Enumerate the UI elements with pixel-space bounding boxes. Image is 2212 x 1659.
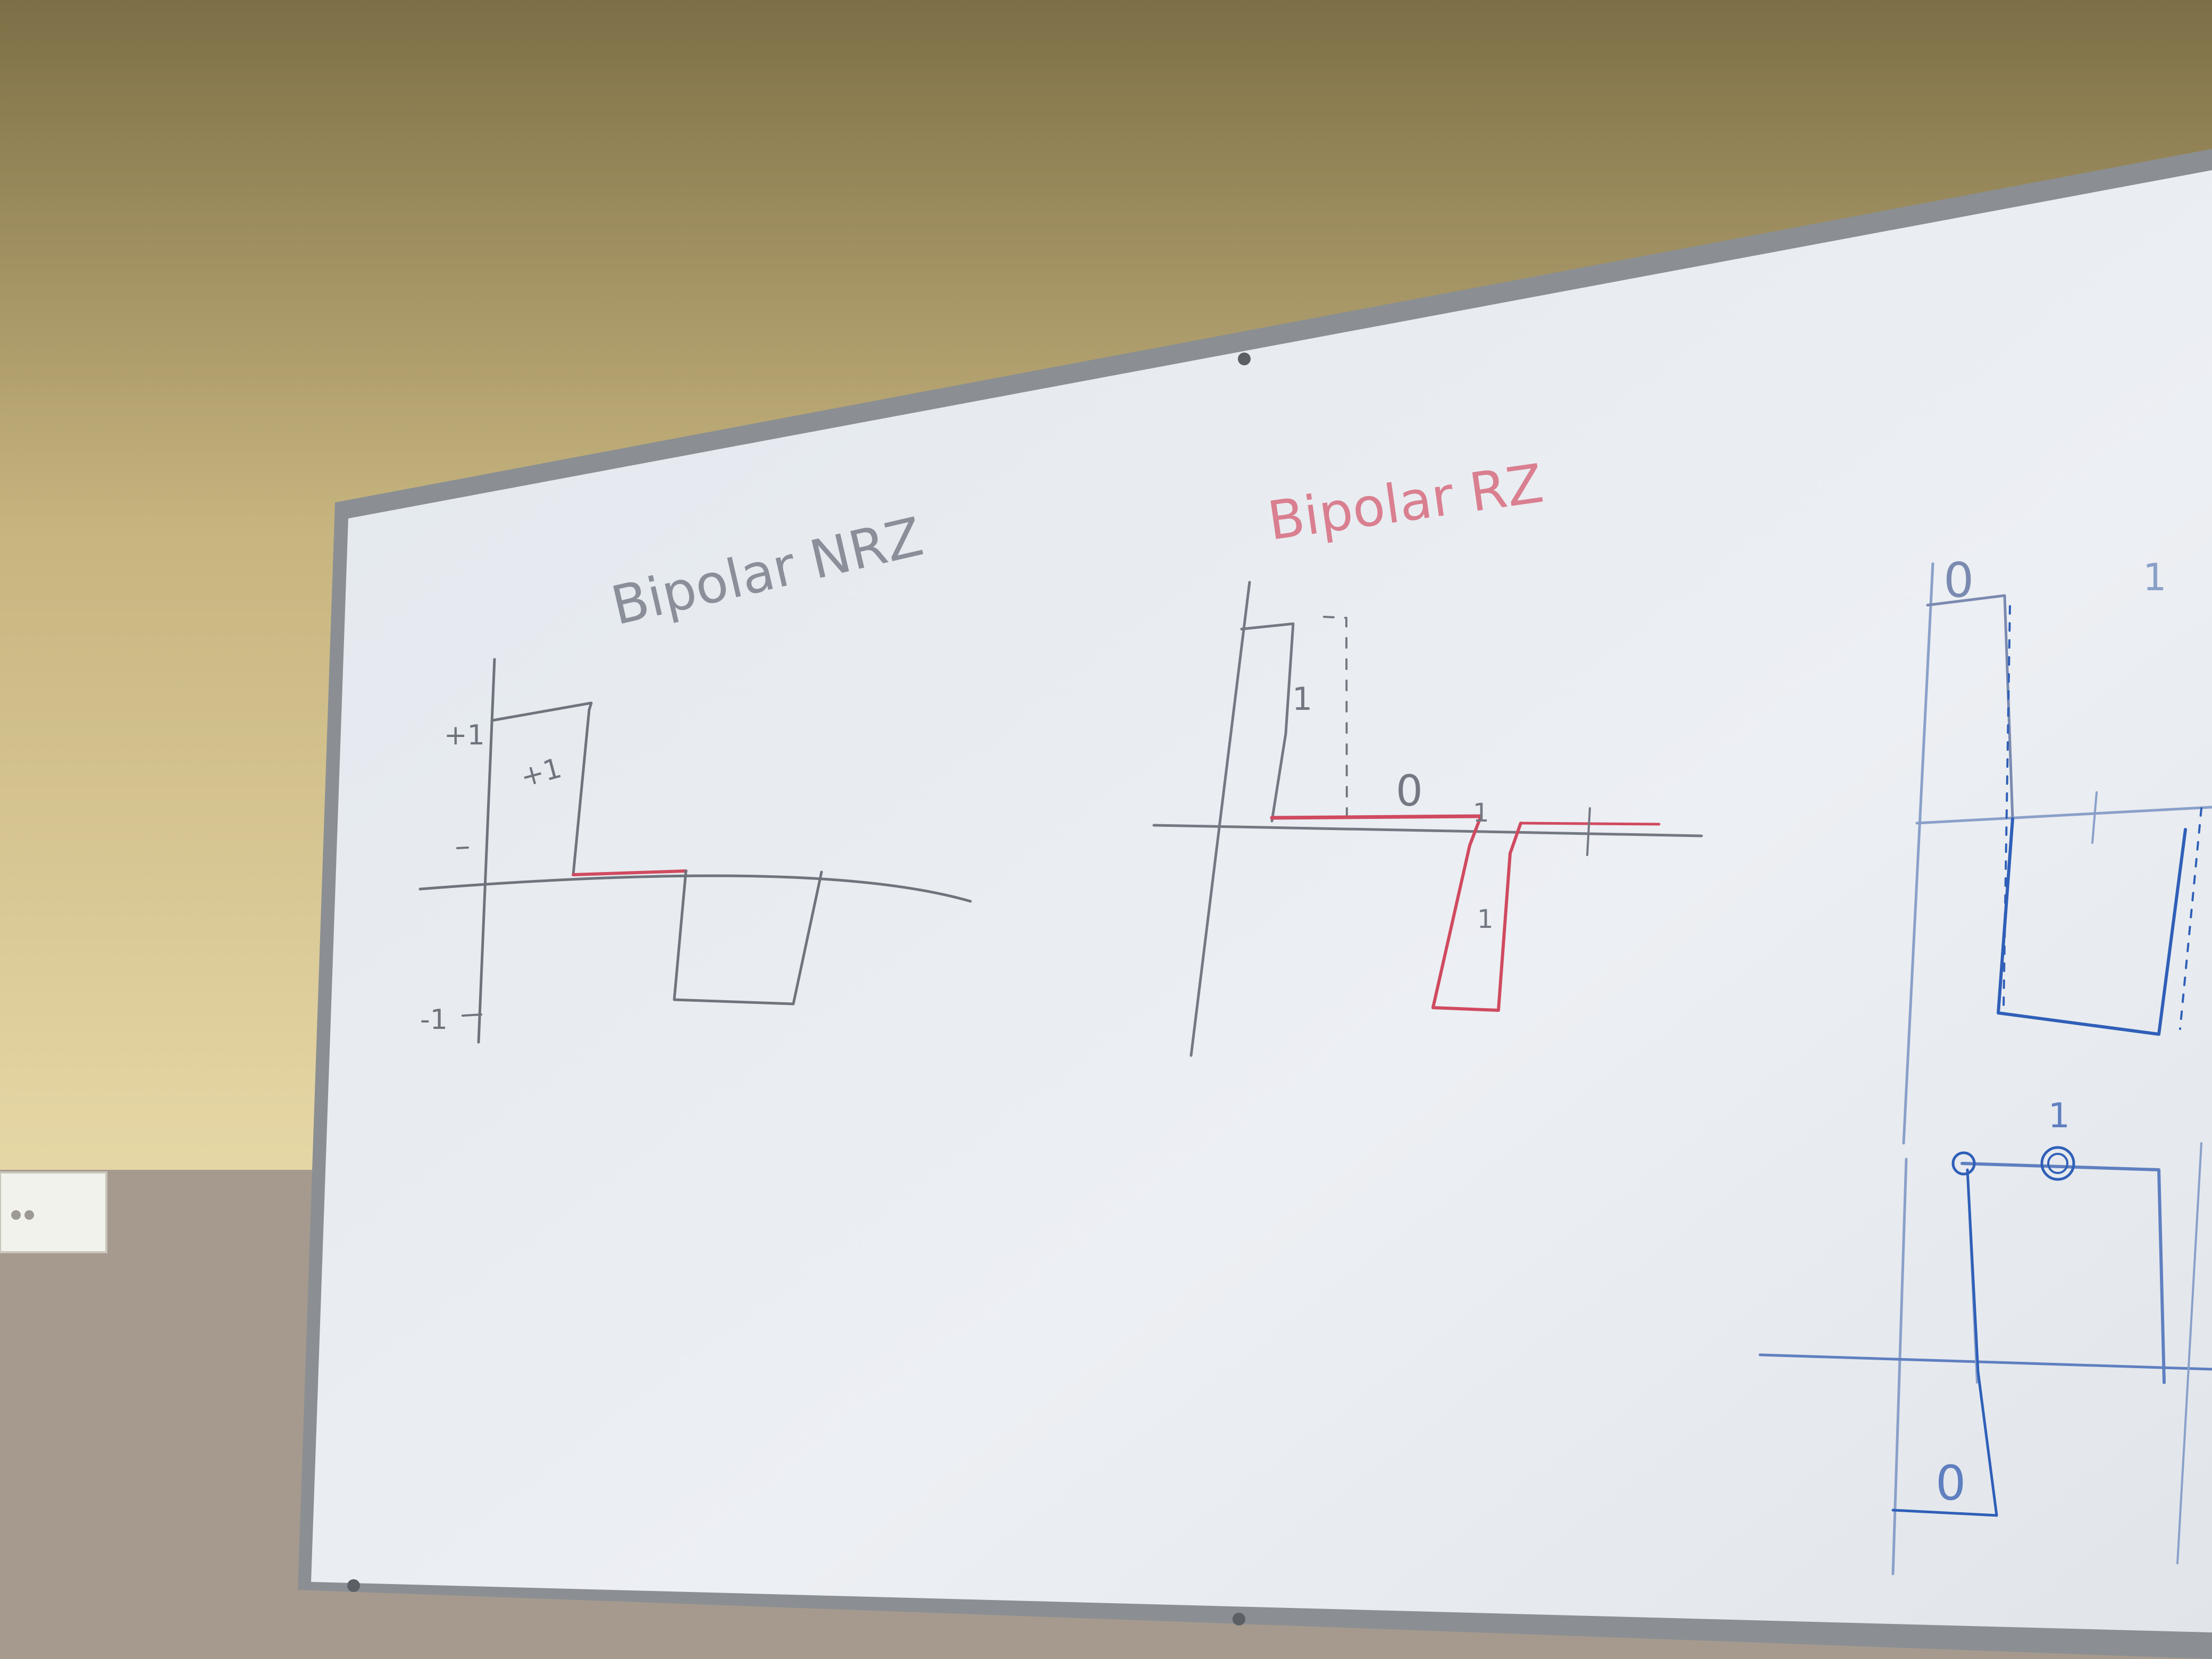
nrz-waveform-high (490, 701, 593, 876)
right-top-y-axis (1902, 562, 1934, 1145)
nrz-tick (462, 1013, 482, 1017)
nrz-y-axis (477, 658, 496, 1044)
nrz-x-axis (418, 874, 972, 903)
right-top-tick (2091, 791, 2098, 844)
label-right-top-zero: 0 (1943, 552, 1974, 608)
right-top-diagram: 0 1 (1902, 552, 2212, 1145)
right-bottom-x-axis (1758, 1353, 2212, 1371)
nrz-waveform-low (673, 869, 823, 1006)
right-top-high-pulse (1926, 594, 2014, 820)
label-rz-bit-one-third: 1 (1477, 904, 1494, 934)
label-rz-bit-one-second: 1 (1473, 798, 1489, 828)
rz-pulse-positive (1240, 622, 1295, 823)
right-bottom-circle-mark (2047, 1153, 2068, 1174)
right-bottom-y-axis (1891, 1158, 1908, 1576)
rz-dashed-guide (1323, 616, 1348, 823)
frame-screw (1238, 353, 1251, 365)
rz-x-axis (1152, 824, 1703, 837)
right-bottom-low-pulse (1891, 1168, 1998, 1517)
label-rz-bit-zero: 0 (1396, 766, 1423, 816)
right-bottom-circle-mark (1951, 1151, 1976, 1176)
right-bottom-diagram: 1 0 (1758, 1096, 2212, 1576)
right-bottom-circle-mark (2040, 1146, 2075, 1181)
right-top-dashed-edge (2179, 807, 2202, 1030)
nrz-waveform-zero-red (572, 869, 688, 876)
rz-y-axis (1189, 581, 1251, 1057)
right-top-x-axis (1915, 806, 2212, 825)
rz-tick (1586, 807, 1591, 856)
label-rz-bit-one-first: 1 (1292, 681, 1312, 718)
label-right-top-one: 1 (2143, 556, 2167, 599)
whiteboard-surface (311, 170, 2212, 1632)
light-switch (0, 1171, 107, 1253)
rz-zero-segment-red (1270, 814, 1483, 820)
right-bottom-far-edge (2176, 1142, 2202, 1564)
frame-screw (347, 1579, 360, 1592)
label-right-bottom-one: 1 (2048, 1096, 2070, 1136)
label-plus-one-axis: +1 (444, 719, 485, 751)
label-minus-one-axis: -1 (420, 1004, 448, 1036)
frame-screw (1233, 1613, 1245, 1626)
rz-pulse-negative-red (1431, 815, 1522, 1012)
label-right-bottom-zero: 0 (1936, 1455, 1966, 1511)
right-bottom-high-pulse (1960, 1162, 2166, 1384)
